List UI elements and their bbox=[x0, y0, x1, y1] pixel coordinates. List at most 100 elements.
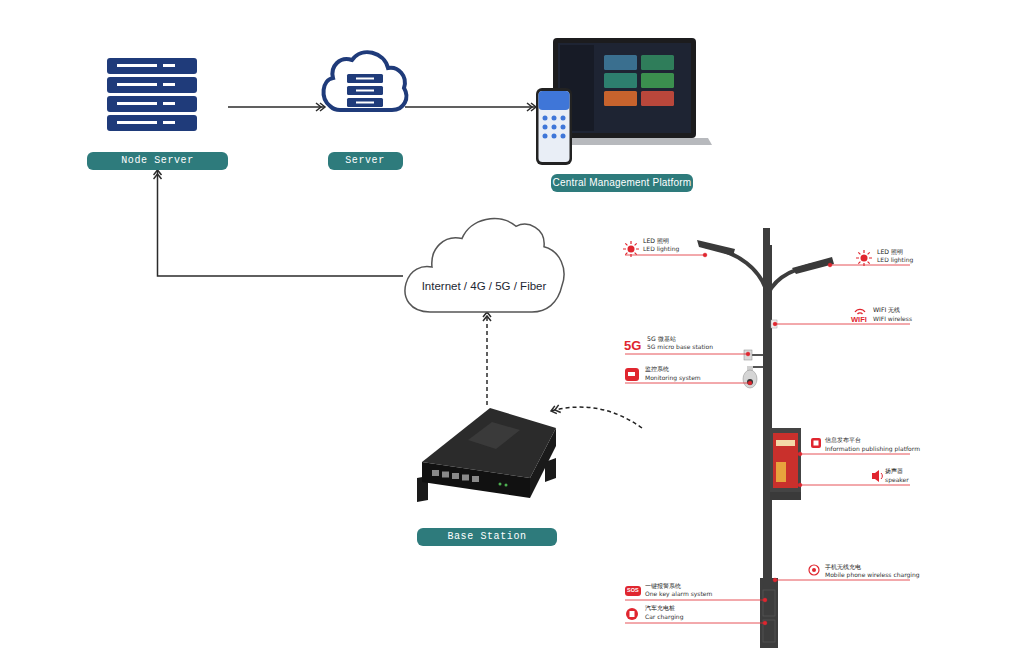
laptop-illustration bbox=[641, 91, 674, 106]
cloud-outline-path bbox=[405, 219, 564, 312]
feature-label-en: WIFI wireless bbox=[873, 316, 912, 322]
smart-pole bbox=[697, 240, 735, 256]
smart-pole bbox=[760, 578, 778, 648]
feature-icon-text: SOS bbox=[625, 586, 641, 596]
feature-label-zh: 手机无线充电 bbox=[825, 564, 861, 570]
feature-icons bbox=[628, 372, 635, 376]
feature-label-en: speaker bbox=[885, 477, 909, 483]
phone-illustration bbox=[539, 91, 570, 162]
leader-lines bbox=[830, 265, 910, 266]
phone-illustration bbox=[539, 91, 570, 110]
feature-icons bbox=[623, 241, 882, 620]
phone-illustration bbox=[536, 88, 572, 165]
flow-arrow bbox=[405, 106, 536, 108]
cloud-server-icon bbox=[347, 98, 383, 107]
feature-label-zh: 一键报警系统 bbox=[645, 583, 681, 589]
leader-lines bbox=[828, 263, 832, 267]
feature-icons bbox=[630, 611, 635, 617]
feature-icons bbox=[881, 473, 882, 479]
laptop-illustration bbox=[641, 73, 674, 88]
feature-icons bbox=[625, 368, 639, 381]
rack-server-icon bbox=[107, 115, 197, 131]
smart-pole bbox=[770, 428, 801, 492]
smart-pole bbox=[747, 379, 753, 385]
leader-lines bbox=[800, 454, 910, 455]
feature-icons bbox=[814, 441, 819, 446]
rack-server-icon bbox=[107, 58, 197, 131]
flow-arrow bbox=[228, 106, 325, 108]
smart-pole bbox=[752, 354, 763, 356]
leader-lines bbox=[703, 253, 707, 257]
laptop-illustration bbox=[604, 91, 637, 106]
cloud-outline bbox=[400, 210, 568, 315]
feature-icons bbox=[811, 438, 821, 448]
feature-label-en: 5G micro base station bbox=[647, 344, 713, 350]
platform-box: Central Management Platform bbox=[536, 36, 708, 192]
feature-icons bbox=[872, 470, 879, 482]
base-station-device bbox=[417, 408, 556, 502]
base-station-device bbox=[468, 422, 520, 449]
server-box: Server bbox=[325, 45, 405, 170]
base-station-device bbox=[530, 428, 556, 498]
base-station-device bbox=[452, 473, 459, 479]
flow-arrow bbox=[486, 312, 488, 405]
rack-server-icon bbox=[163, 64, 175, 67]
leader-lines bbox=[763, 621, 767, 625]
feature-label-zh: WIFI 无线 bbox=[873, 307, 900, 313]
phone-illustration bbox=[561, 134, 566, 139]
base-station-device bbox=[505, 484, 508, 487]
phone-illustration bbox=[561, 116, 566, 121]
feature-label-en: Monitoring system bbox=[645, 375, 701, 381]
leader-lines bbox=[773, 322, 777, 326]
cloud-server-icon bbox=[324, 52, 407, 110]
base-station-device bbox=[499, 483, 502, 486]
rack-server-icon bbox=[163, 102, 175, 105]
laptop-illustration bbox=[604, 73, 637, 88]
cloud-server-icon bbox=[356, 102, 374, 104]
cloud-server-icon bbox=[356, 90, 374, 92]
cloud-server-icon bbox=[347, 74, 383, 83]
smart-pole bbox=[776, 462, 786, 482]
phone-illustration bbox=[561, 125, 566, 130]
feature-label-zh: LED 照明 bbox=[877, 249, 903, 255]
feature-label-en: LED lighting bbox=[877, 257, 913, 263]
leader-lines bbox=[748, 381, 752, 385]
smart-pole bbox=[744, 350, 752, 360]
leader-lines bbox=[625, 255, 705, 256]
feature-label-en: One key alarm system bbox=[645, 591, 712, 597]
node-server-box: Node Server bbox=[87, 52, 228, 170]
phone-illustration bbox=[536, 88, 572, 165]
rack-server-icon bbox=[117, 64, 157, 67]
feature-icon-text: 5G bbox=[624, 339, 641, 352]
feature-icons bbox=[861, 255, 868, 262]
rack-server-icon bbox=[117, 102, 157, 105]
rack-server-icon bbox=[163, 121, 175, 124]
feature-label-en: Car charging bbox=[645, 614, 683, 620]
smart-pole bbox=[792, 257, 834, 274]
leader-lines bbox=[746, 352, 750, 356]
node-label: Server bbox=[328, 152, 403, 170]
leader-lines bbox=[625, 600, 765, 601]
node-label: Node Server bbox=[87, 152, 228, 170]
network-cloud: Internet / 4G / 5G / Fiber bbox=[400, 210, 568, 315]
feature-label-zh: 信息发布平台 bbox=[825, 437, 861, 443]
laptop-illustration bbox=[558, 43, 691, 133]
feature-label-zh: 扬声器 bbox=[885, 468, 903, 474]
cloud-server-icon bbox=[356, 78, 374, 80]
feature-icons bbox=[626, 608, 638, 620]
feature-icons bbox=[812, 568, 816, 572]
phone-illustration bbox=[543, 134, 548, 139]
smart-pole bbox=[763, 620, 775, 642]
smart-pole bbox=[776, 440, 795, 446]
rack-server-icon bbox=[107, 96, 197, 112]
smart-pole bbox=[763, 590, 775, 616]
leader-lines bbox=[798, 452, 802, 456]
feature-icon-text: WIFI bbox=[851, 316, 867, 324]
phone-illustration bbox=[552, 125, 557, 130]
rack-server-icon bbox=[117, 121, 157, 124]
phone-illustration bbox=[552, 134, 557, 139]
base-station-device bbox=[472, 476, 479, 482]
feature-label-en: Mobile phone wireless charging bbox=[825, 572, 920, 578]
